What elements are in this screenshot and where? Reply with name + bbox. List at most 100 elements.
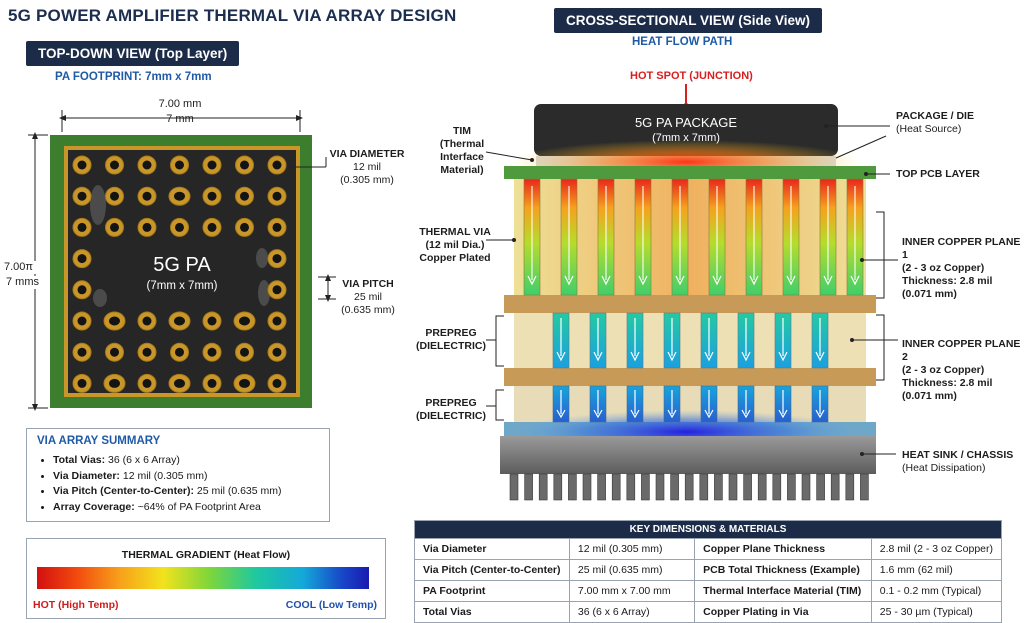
via-ring [72,311,92,331]
heat-sink-fin [568,473,577,501]
via-ring [233,311,256,331]
thermal-via-inner [811,312,829,369]
thermal-via-lower [811,385,829,423]
heat-sink-base [500,436,876,474]
heat-sink-fin [860,473,869,501]
table-row: PA Footprint 7.00 mm x 7.00 mm Thermal I… [414,580,1003,602]
width-dim-label-1: 7.00 mm [158,98,202,110]
via-ring [267,217,287,237]
heat-sink-fin [509,473,519,501]
heat-sink-fin [787,473,796,501]
via-ring [170,155,189,175]
heat-sink-label: HEAT SINK / CHASSIS(Heat Dissipation) [902,449,1014,474]
thermal-via-lower [737,385,755,423]
via-ring [72,373,92,393]
pa-size-label: (7mm x 7mm) [146,280,218,292]
via-ring [105,155,124,175]
heat-sink-fin [684,473,694,501]
gradient-bar [37,567,369,589]
via-ring [267,186,287,206]
height-dim-label-2: 7 mms [6,276,46,289]
gradient-hot-label: HOT (High Temp) [33,599,119,611]
heat-sink-fin [670,473,679,501]
via-ring [235,342,254,362]
via-ring [202,311,222,331]
via-array-summary: VIA ARRAY SUMMARY Total Vias: 36 (6 x 6 … [26,428,330,522]
summary-item: Total Vias: 36 (6 x 6 Array) [53,453,329,469]
heat-sink-fins [509,473,869,501]
cross-view-header: CROSS-SECTIONAL VIEW (Side View) [554,8,823,33]
package-size-label: (7mm x 7mm) [652,132,720,144]
via-ring [202,186,222,206]
via-ring [105,217,124,237]
via-ring [137,311,157,331]
heat-sink-fin [772,473,782,501]
thermal-via [560,178,578,296]
summary-item: Via Diameter: 12 mil (0.305 mm) [53,469,329,485]
via-ring [72,186,92,206]
via-ring [103,373,126,393]
heat-sink-fin [728,473,738,501]
thermal-via-inner [663,312,681,369]
heat-sink-fin [699,473,709,501]
package-label: 5G PA PACKAGE [634,115,738,130]
thermal-via-inner [700,312,718,369]
thermal-via-lower [663,385,681,423]
thermal-via-lower [626,385,644,423]
heat-sink-fin [524,473,533,501]
thermal-via [819,178,837,296]
top-pcb-label: TOP PCB LAYER [896,168,980,180]
top-pcb-layer [504,166,876,179]
heat-sink-fin [641,473,650,501]
via-ring [72,155,92,175]
via-ring [202,217,222,237]
thermal-via [782,178,800,296]
heat-sink-fin [801,473,811,501]
summary-item: Via Pitch (Center-to-Center): 25 mil (0.… [53,484,329,500]
inner-copper-plane-2 [504,368,876,386]
inner-copper-plane-1 [504,295,876,313]
via-ring [233,373,256,393]
heat-sink-fin [714,473,723,501]
via-ring [170,217,189,237]
hot-spot-label: HOT SPOT (JUNCTION) [630,70,753,82]
prepreg-label-2: PREPREG(DIELECTRIC) [416,397,486,422]
via-ring [103,311,126,331]
pa-label: 5G PA [153,254,211,276]
heat-sink-fin [830,473,840,501]
via-ring [235,217,254,237]
inner-copper-1-label: INNER COPPER PLANE 1(2 - 3 oz Copper)Thi… [902,236,1021,300]
via-ring [137,373,157,393]
thermal-via-lower [700,385,718,423]
top-view-header: TOP-DOWN VIEW (Top Layer) [26,41,240,66]
table-title: KEY DIMENSIONS & MATERIALS [414,520,1002,539]
thermal-via [846,178,864,296]
height-dim-label-1: 7.00π [4,261,44,274]
summary-title: VIA ARRAY SUMMARY [37,435,161,447]
inner-copper-2-label: INNER COPPER PLANE 2(2 - 3 oz Copper)Thi… [902,338,1021,402]
via-ring [72,217,92,237]
prepreg-label-1: PREPREG(DIELECTRIC) [416,327,486,352]
gradient-cool-label: COOL (Low Temp) [285,599,377,611]
thermal-via [745,178,763,296]
top-view-diagram [28,110,336,411]
via-ring [72,280,92,300]
via-ring [202,342,222,362]
heat-flow-subheader: HEAT FLOW PATH [632,36,733,48]
thermal-via [597,178,615,296]
via-ring [267,342,287,362]
table-row: Via Diameter 12 mil (0.305 mm) Copper Pl… [414,538,1003,560]
via-ring [170,342,189,362]
thermal-via-inner [737,312,755,369]
via-ring [168,186,191,206]
thermal-via [708,178,726,296]
gradient-title: THERMAL GRADIENT (Heat Flow) [121,549,291,561]
table-row: Via Pitch (Center-to-Center) 25 mil (0.6… [414,559,1003,581]
via-ring [137,155,157,175]
via-ring [137,217,157,237]
summary-item: Array Coverage: ~64% of PA Footprint Are… [53,500,329,516]
via-ring [105,186,124,206]
heat-sink-fin [538,473,548,501]
via-ring [72,249,92,269]
